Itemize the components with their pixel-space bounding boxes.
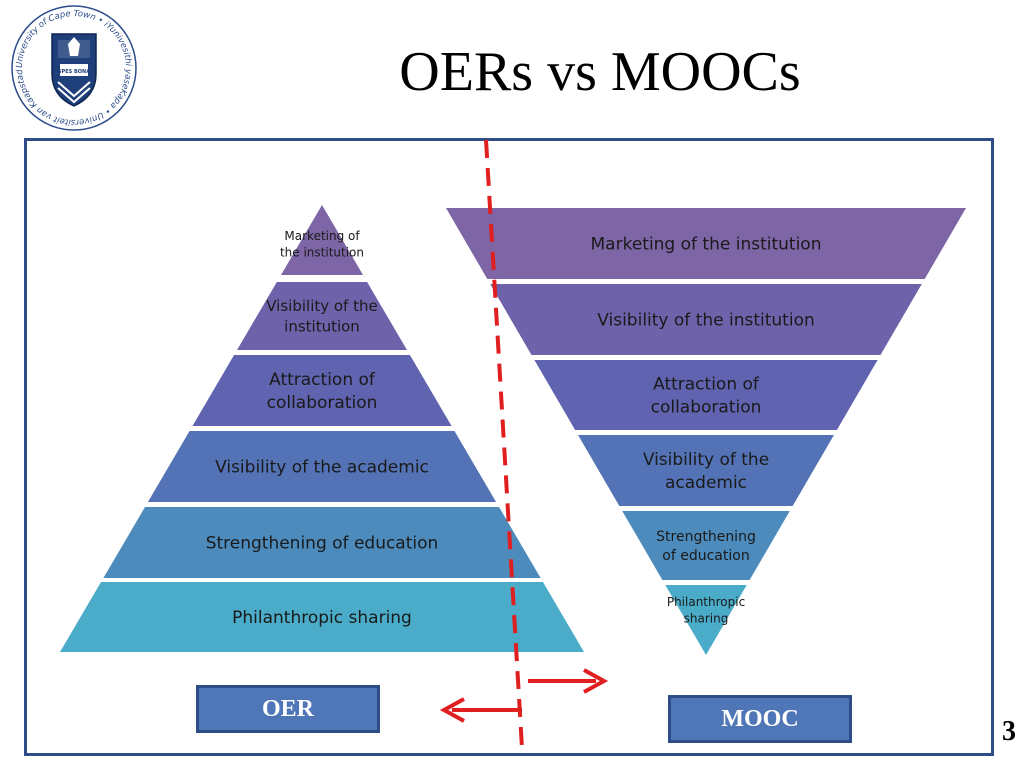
- oer-level-label: collaboration: [267, 393, 378, 413]
- oer-level-label: Philanthropic sharing: [232, 608, 412, 628]
- mooc-level-label: sharing: [684, 611, 729, 625]
- diagram-frame: [24, 138, 994, 756]
- oer-level-6: [60, 582, 584, 652]
- oer-level-label: institution: [284, 317, 360, 335]
- mooc-level-3: [534, 360, 878, 430]
- oer-level-label: the institution: [280, 245, 364, 259]
- mooc-level-label: Visibility of the: [643, 450, 769, 470]
- page-number: 3: [1002, 716, 1016, 747]
- uct-logo: University of Cape Town • iYunivesithi y…: [8, 4, 137, 131]
- mooc-level-label: academic: [665, 473, 747, 493]
- oer-label-box: OER: [196, 685, 380, 733]
- oer-level-1: [280, 205, 364, 275]
- mooc-level-1: [446, 208, 966, 279]
- mooc-label-box: MOOC: [668, 695, 852, 743]
- oer-level-label: Visibility of the: [266, 297, 377, 315]
- slide-title: OERs vs MOOCs: [399, 41, 801, 103]
- mooc-level-2: [490, 284, 922, 355]
- arrow-right-icon: [528, 668, 609, 694]
- mooc-level-label: Visibility of the institution: [597, 310, 815, 330]
- mooc-level-label: Philanthropic: [667, 595, 745, 609]
- mooc-level-label: Marketing of the institution: [591, 234, 822, 254]
- oer-level-2: [237, 282, 407, 350]
- arrow-left-icon: [439, 697, 522, 723]
- mooc-level-4: [578, 435, 834, 506]
- mooc-level-6: [665, 585, 747, 655]
- divider-line: [484, 139, 524, 749]
- mooc-level-label: Attraction of: [653, 374, 760, 394]
- mooc-level-label: Strengthening: [656, 529, 756, 545]
- oer-level-label: Visibility of the academic: [215, 457, 429, 477]
- mooc-level-label: of education: [662, 548, 749, 564]
- mooc-level-5: [622, 511, 790, 580]
- oer-level-3: [192, 355, 452, 426]
- oer-level-4: [147, 431, 497, 502]
- oer-level-label: Marketing of: [284, 229, 360, 243]
- oer-level-label: Attraction of: [269, 370, 376, 390]
- oer-level-5: [103, 507, 541, 578]
- oer-level-label: Strengthening of education: [206, 533, 439, 553]
- logo-book-text: SPES BONA: [58, 69, 90, 75]
- mooc-level-label: collaboration: [651, 397, 762, 417]
